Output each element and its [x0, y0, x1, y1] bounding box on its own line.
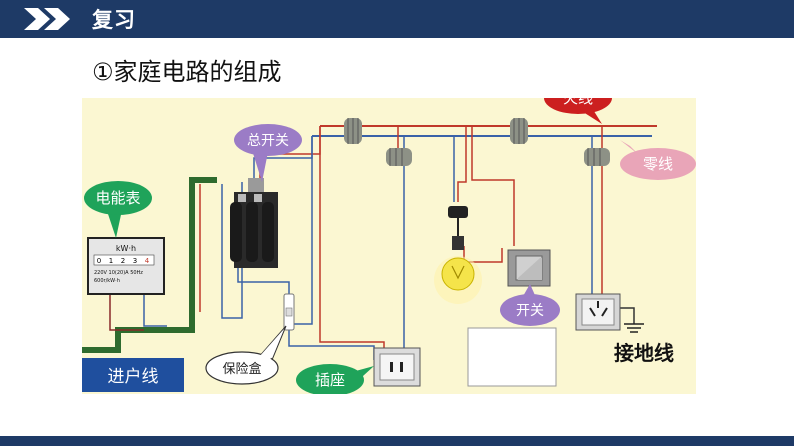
meter-unit: kW·h — [116, 244, 136, 253]
label-meter: 电能表 — [84, 181, 152, 238]
label-fuse-box-text: 保险盒 — [222, 361, 261, 377]
electric-meter: kW·h 0 1 2 3 4 220V 10(20)A 50Hz 600r/kW… — [87, 237, 165, 295]
label-switch: 开关 — [500, 284, 560, 326]
meter-digit: 2 — [121, 257, 125, 265]
fuse-box — [283, 293, 295, 331]
branch-connector-ground — [584, 148, 610, 166]
label-neutral-wire: 零线 — [620, 140, 696, 180]
ground-symbol-icon — [624, 323, 644, 333]
label-incoming-line-text: 进户线 — [108, 367, 159, 387]
circuit-diagram: kW·h 0 1 2 3 4 220V 10(20)A 50Hz 600r/kW… — [82, 82, 696, 396]
bus-fuse-left — [344, 118, 362, 144]
meter-spec-line1: 220V 10(20)A 50Hz — [94, 270, 143, 276]
meter-digit: 4 — [145, 257, 150, 265]
double-chevron-icon — [24, 8, 70, 30]
meter-digit: 1 — [109, 257, 113, 265]
blank-box — [467, 327, 557, 387]
slide-title: ①家庭电路的组成 — [92, 58, 282, 86]
main-switch — [230, 178, 278, 268]
section-title: 复习 — [92, 8, 136, 32]
label-main-switch: 总开关 — [234, 124, 302, 182]
meter-digits: 0 1 2 3 4 — [93, 254, 155, 266]
label-neutral-wire-text: 零线 — [643, 155, 673, 173]
label-meter-text: 电能表 — [95, 189, 140, 207]
label-socket-text: 插座 — [315, 371, 345, 389]
incoming-wire — [82, 177, 217, 353]
label-switch-text: 开关 — [516, 303, 544, 319]
light-bulb — [434, 206, 482, 304]
label-incoming-line: 进户线 — [82, 358, 184, 392]
bus-fuse-right — [510, 118, 528, 144]
label-ground-wire: 接地线 — [614, 341, 674, 365]
footer-bar — [0, 436, 794, 446]
meter-spec-line2: 600r/kW·h — [94, 278, 120, 284]
label-socket: 插座 — [296, 364, 374, 396]
label-main-switch-text: 总开关 — [247, 133, 289, 149]
grounded-socket — [575, 293, 621, 331]
light-switch — [507, 249, 551, 287]
wall-socket — [373, 347, 421, 387]
label-fuse-box: 保险盒 — [205, 325, 287, 385]
label-live-wire: 火线 — [544, 82, 612, 124]
header-bar: 复习 — [0, 0, 794, 38]
meter-digit: 0 — [97, 257, 101, 265]
label-live-wire-text: 火线 — [563, 98, 593, 107]
meter-digit: 3 — [133, 257, 137, 265]
branch-connector-socket — [386, 148, 412, 166]
